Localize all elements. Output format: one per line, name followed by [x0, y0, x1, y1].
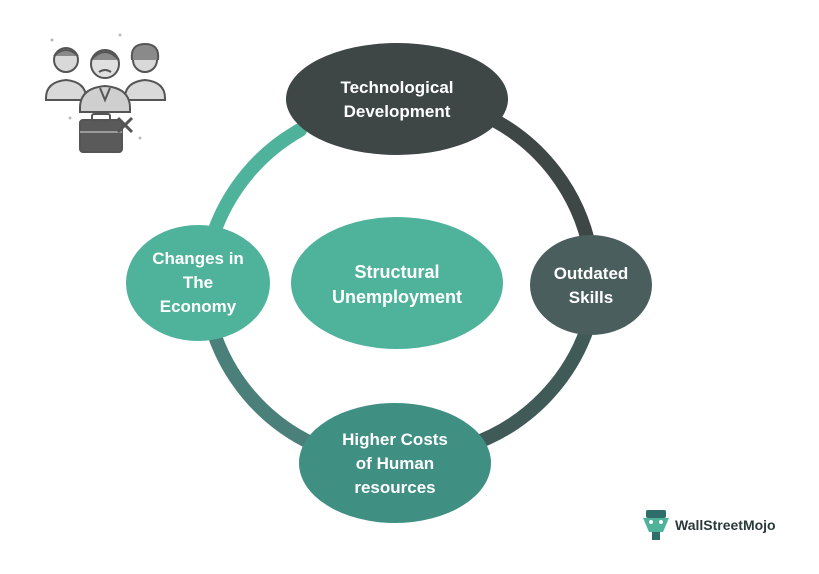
right-node-line-1: Outdated: [554, 264, 629, 283]
ring-arc-bottom-left: [203, 313, 322, 452]
center-node: Structural Unemployment: [291, 217, 503, 349]
ring-arc-bottom-right: [463, 313, 597, 452]
top-node-line-2: Development: [344, 102, 451, 121]
bottom-node-line-2: of Human: [356, 454, 434, 473]
left-node-line-3: Economy: [160, 297, 237, 316]
right-node-line-2: Skills: [569, 288, 613, 307]
node-higher-costs: Higher Costs of Human resources: [299, 403, 491, 523]
sparkle-dots: [50, 33, 142, 140]
wallstreetmojo-logo-icon: [643, 510, 669, 540]
bottom-node-line-3: resources: [354, 478, 435, 497]
brand-name: WallStreetMojo: [675, 517, 776, 533]
ring-arc-top-right: [483, 111, 597, 257]
node-outdated-skills: Outdated Skills: [530, 235, 652, 335]
wallstreetmojo-logo: WallStreetMojo: [643, 510, 776, 540]
node-changes-in-economy: Changes in The Economy: [126, 225, 270, 341]
node-technological-development: Technological Development: [286, 43, 508, 155]
center-label-line-2: Unemployment: [332, 287, 462, 307]
bottom-node-line-1: Higher Costs: [342, 430, 448, 449]
top-node-line-1: Technological: [340, 78, 453, 97]
left-node-line-1: Changes in: [152, 249, 244, 268]
unhappy-people-icon: [45, 42, 166, 113]
center-label-line-1: Structural: [354, 262, 439, 282]
briefcase-x-icon: [79, 113, 134, 153]
left-node-line-2: The: [183, 273, 213, 292]
